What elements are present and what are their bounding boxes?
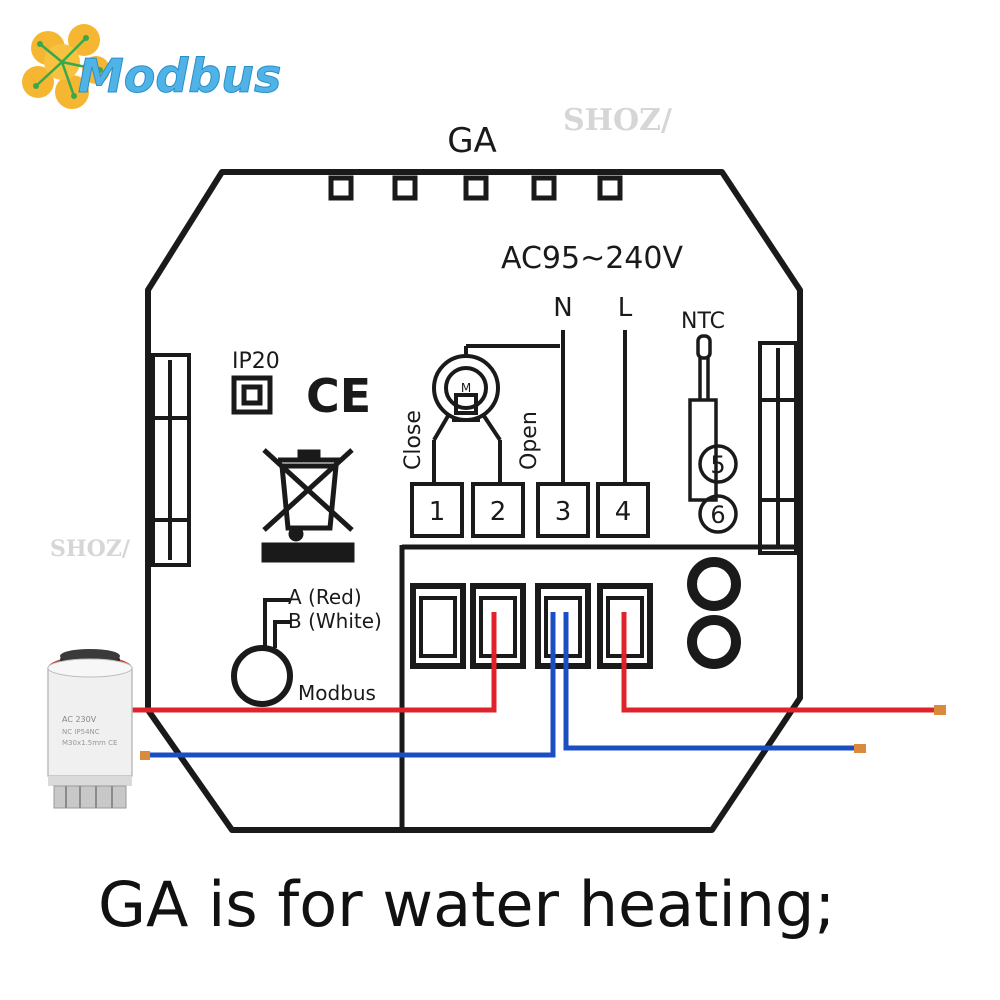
modbus-a-label: A (Red) xyxy=(288,585,362,609)
red-wire-tip xyxy=(934,705,946,715)
blue-wires xyxy=(148,612,858,758)
motor-m-label: M xyxy=(461,381,471,395)
terminal-block xyxy=(410,482,650,538)
weee-bin-icon xyxy=(261,448,355,563)
top-clips xyxy=(328,175,623,201)
actuator-line-1: AC 230V xyxy=(62,715,97,724)
caption: GA is for water heating; xyxy=(98,868,836,941)
ntc-sensor-icon xyxy=(688,334,738,534)
ntc-terminal-5: 5 xyxy=(710,451,725,479)
terminal-3: 3 xyxy=(555,497,572,527)
actuator-line-3: M30x1.5mm CE xyxy=(62,739,117,747)
logo-text: Modbus xyxy=(78,49,281,103)
modbus-b-label: B (White) xyxy=(288,609,382,633)
right-side-clip xyxy=(758,341,798,555)
voltage-label: AC95~240V xyxy=(501,241,684,276)
left-side-clip xyxy=(151,353,191,567)
neutral-label: N xyxy=(553,293,572,323)
terminal-2: 2 xyxy=(490,497,507,527)
blue-wire-left-tip xyxy=(140,751,150,760)
actuator-line-2: NC IP54NC xyxy=(62,728,100,736)
ip-rating-label: IP20 xyxy=(232,349,280,374)
ntc-label: NTC xyxy=(681,309,725,334)
ce-mark: CE xyxy=(306,369,371,423)
ip-square-icon xyxy=(231,375,273,415)
ntc-terminal-6: 6 xyxy=(710,501,725,529)
modbus-logo: Modbus xyxy=(22,24,282,109)
red-wires xyxy=(130,612,938,713)
thermal-actuator-icon xyxy=(47,649,133,809)
modbus-port-label: Modbus xyxy=(298,681,376,705)
open-label: Open xyxy=(517,411,542,470)
terminal-4: 4 xyxy=(615,497,632,527)
close-label: Close xyxy=(401,410,426,470)
logo-flower-icon xyxy=(22,24,110,109)
terminal-1: 1 xyxy=(429,497,446,527)
model-label: GA xyxy=(447,121,497,161)
watermark-top: SHOZ/ xyxy=(563,103,672,138)
blue-wire-tip xyxy=(854,744,866,753)
valve-motor-icon xyxy=(432,344,560,484)
watermark-left: SHOZ/ xyxy=(50,536,131,562)
live-label: L xyxy=(618,293,633,323)
modbus-connector-icon xyxy=(231,598,293,707)
screw-holes xyxy=(687,557,741,669)
